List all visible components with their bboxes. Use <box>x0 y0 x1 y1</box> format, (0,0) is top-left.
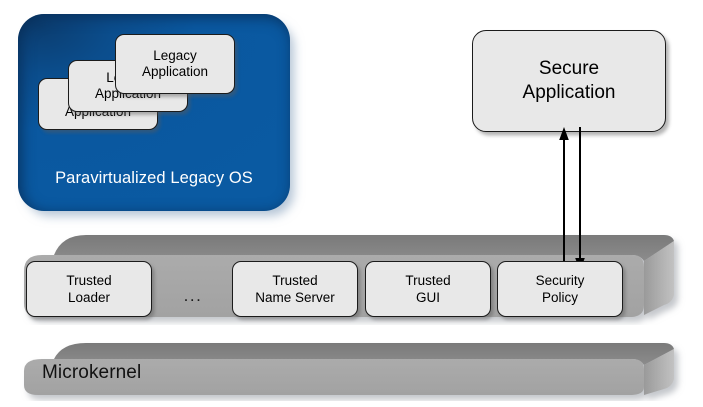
service-box-trusted-loader-label: Trusted Loader <box>66 273 112 305</box>
paravirtualized-legacy-os-label: Paravirtualized Legacy OS <box>55 169 253 187</box>
service-box-security-policy-label: Security Policy <box>535 273 585 305</box>
down-arrow-to-security-policy <box>575 127 585 271</box>
legacy-application-card-3-text: Legacy Application <box>141 47 209 80</box>
up-arrow-to-secure-application <box>559 127 569 270</box>
secure-application-label: Secure Application <box>522 58 616 103</box>
service-box-security-policy[interactable]: Security Policy <box>497 261 623 317</box>
microkernel-label: Microkernel <box>42 362 142 383</box>
legacy-application-card-3[interactable]: Legacy Application <box>115 34 235 94</box>
service-box-trusted-gui-label: Trusted GUI <box>405 273 451 305</box>
service-box-trusted-gui[interactable]: Trusted GUI <box>365 261 491 317</box>
service-box-trusted-name-server[interactable]: Trusted Name Server <box>232 261 358 317</box>
secure-application-arrows <box>548 126 604 272</box>
service-box-trusted-name-server-label: Trusted Name Server <box>255 273 335 305</box>
service-box-trusted-loader[interactable]: Trusted Loader <box>26 261 152 317</box>
microkernel-slab <box>14 341 689 401</box>
services-ellipsis: ... <box>183 286 203 305</box>
secure-application-box[interactable]: Secure Application <box>472 30 666 132</box>
